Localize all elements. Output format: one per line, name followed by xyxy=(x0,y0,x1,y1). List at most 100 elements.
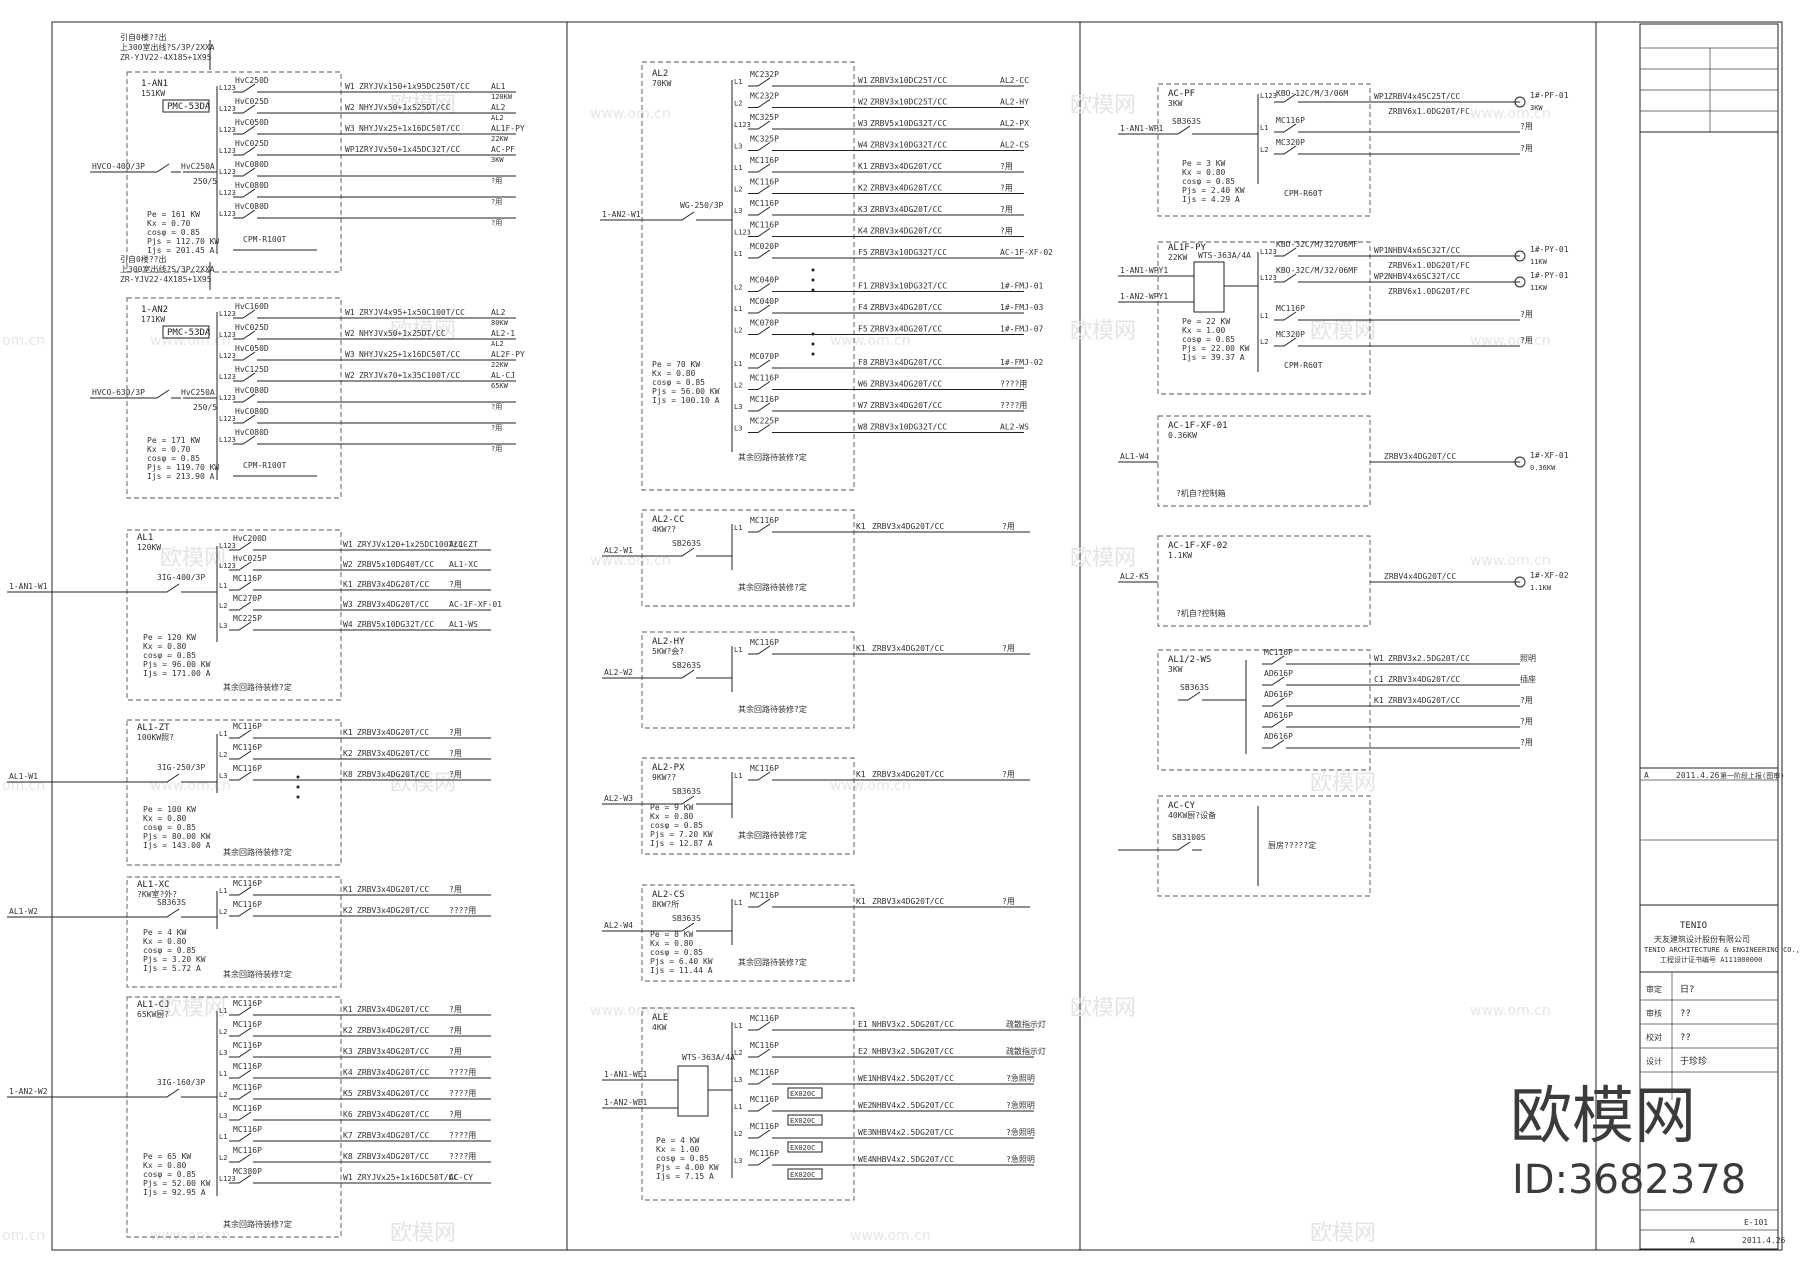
circuit-id: E1 xyxy=(858,1020,868,1029)
panel-capacity: 3KW xyxy=(1168,99,1183,108)
branch-breaker xyxy=(229,561,263,571)
cable-spec: NHBV3x2.5DG20T/CC xyxy=(872,1047,954,1056)
branch-breaker xyxy=(229,1069,263,1079)
motor-symbol xyxy=(1514,250,1526,262)
branch-breaker xyxy=(748,523,782,533)
panel-capacity: 171KW xyxy=(141,315,165,324)
calc-text: Ijs = 213.90 A xyxy=(147,472,215,481)
breaker-model: MC116P xyxy=(233,1041,262,1050)
panel-note: ?机自?控制箱 xyxy=(1176,608,1226,618)
branch-breaker xyxy=(748,163,782,173)
branch-breaker xyxy=(748,1156,782,1166)
circuit-id: WE4 xyxy=(858,1155,873,1164)
breaker-model: HvC080D xyxy=(235,202,269,211)
main-breaker xyxy=(157,773,191,783)
load-name: AL2-1 xyxy=(491,329,515,338)
breaker-model: MC116P xyxy=(750,638,779,647)
load-name: AL-CJ xyxy=(491,371,515,380)
panel-name: 1-AN1 xyxy=(141,79,168,89)
branch-breaker xyxy=(233,167,267,177)
incoming-label: 1-AN2-WPY1 xyxy=(1120,292,1168,301)
phase-label: L123 xyxy=(1260,248,1277,256)
phase-label: L3 xyxy=(734,207,742,215)
breaker-model: MC020P xyxy=(750,242,779,251)
breaker-model: MC116P xyxy=(750,1041,779,1050)
incoming-label: 1-AN1-WP1 xyxy=(1120,124,1164,133)
load-capacity: 11KW xyxy=(1530,284,1548,292)
circuit-id: F1 xyxy=(858,282,868,291)
load-name: AC-1F-XF-01 xyxy=(449,600,502,609)
circuit-id: WP1 xyxy=(1374,246,1389,255)
cable-spec: ZRBV3x4DG20T/CC xyxy=(1388,675,1460,684)
cable-spec: ZRBV3x4DG20T/CC xyxy=(1388,696,1460,705)
branch-breaker xyxy=(748,77,782,87)
branch-breaker xyxy=(1262,655,1296,665)
cable-spec: ZRBV3x4DG20T/CC xyxy=(872,770,944,779)
branch-breaker xyxy=(748,1021,782,1031)
calc-text: Ijs = 143.00 A xyxy=(143,841,211,850)
calc-text: Pe = 4 KW xyxy=(143,928,187,937)
circuit-id: K5 xyxy=(343,1089,353,1098)
circuit-id: W6 xyxy=(858,380,868,389)
branch-breaker xyxy=(748,771,782,781)
phase-label: L1 xyxy=(734,524,742,532)
load-capacity: 0.36KW xyxy=(1530,464,1556,472)
branch-breaker xyxy=(229,1090,263,1100)
phase-label: L123 xyxy=(219,562,236,570)
breaker-model: MC232P xyxy=(750,70,779,79)
main-breaker-label: 3IG-400/3P xyxy=(157,573,205,582)
panel-name: 1-AN2 xyxy=(141,305,168,315)
branch-breaker xyxy=(233,435,267,445)
cable-spec: ZRBV5x10DG32T/CC xyxy=(870,119,947,128)
circuit-id: F5 xyxy=(858,325,868,334)
control-cable: ZRBV6x1.0DG20T/FC xyxy=(1388,107,1470,116)
circuit-id: W2 xyxy=(345,329,355,338)
branch-breaker xyxy=(748,99,782,108)
circuit-id: W2 xyxy=(345,371,355,380)
panel-note: 其余回路待装修?定 xyxy=(738,830,807,840)
branch-breaker xyxy=(233,188,267,198)
ats-label: WTS-363A/4A xyxy=(682,1053,735,1062)
branch-breaker xyxy=(748,249,782,259)
breaker-model: HvC080D xyxy=(235,386,269,395)
watermark-logo: 欧模网 xyxy=(390,771,456,796)
load-name: ?用 xyxy=(449,749,462,758)
feed-source: 引自0楼??出 xyxy=(120,254,166,264)
phase-label: L123 xyxy=(734,229,751,237)
ellipsis-dot xyxy=(811,278,815,282)
sheet-date: 2011.4.26 xyxy=(1742,1236,1786,1245)
watermark-url: www.om.cn xyxy=(590,1003,671,1019)
load-name: 照明 xyxy=(1520,654,1536,663)
branch-breaker xyxy=(748,645,782,655)
title-block-frame xyxy=(1639,23,1779,1250)
phase-label: L1 xyxy=(734,78,742,86)
panel-capacity: 4KW?? xyxy=(652,525,676,534)
breaker-model: MC116P xyxy=(750,199,779,208)
calc-text: cosφ = 0.85 xyxy=(143,1170,196,1179)
motor-symbol xyxy=(1514,96,1526,108)
watermark-url: www.om.cn xyxy=(590,553,671,569)
branch-breaker xyxy=(748,142,782,151)
breaker-model: MC320P xyxy=(1276,138,1305,147)
branch-breaker xyxy=(748,1129,782,1139)
main-breaker-label: WG-250/3P xyxy=(680,201,724,210)
phase-label: L1 xyxy=(734,1103,742,1111)
branch-breaker xyxy=(233,104,267,114)
calc-text: Ijs = 11.44 A xyxy=(650,966,713,975)
company-name: 天友建筑设计股份有限公司 xyxy=(1654,934,1750,944)
breaker-model: MC116P xyxy=(1264,648,1293,657)
panel-frame xyxy=(126,876,342,988)
feed-cable: ZR-YJV22-4X185+1X95 xyxy=(120,275,212,284)
panel-frame xyxy=(641,631,855,729)
watermark-url: www.om.cn xyxy=(1470,106,1551,122)
phase-label: L123 xyxy=(219,210,236,218)
breaker-model: MC116P xyxy=(750,1014,779,1023)
motor-symbol xyxy=(1514,576,1526,588)
cable-spec: ZRBV4x4DG20T/CC xyxy=(1384,572,1456,581)
circuit-id: W3 xyxy=(345,124,355,133)
watermark-logo: 欧模网 xyxy=(390,1221,456,1246)
load-capacity: AL2 xyxy=(491,114,504,122)
breaker-model: MC380P xyxy=(233,1167,262,1176)
cable-spec: ZRBV3x4DG20T/CC xyxy=(357,906,429,915)
